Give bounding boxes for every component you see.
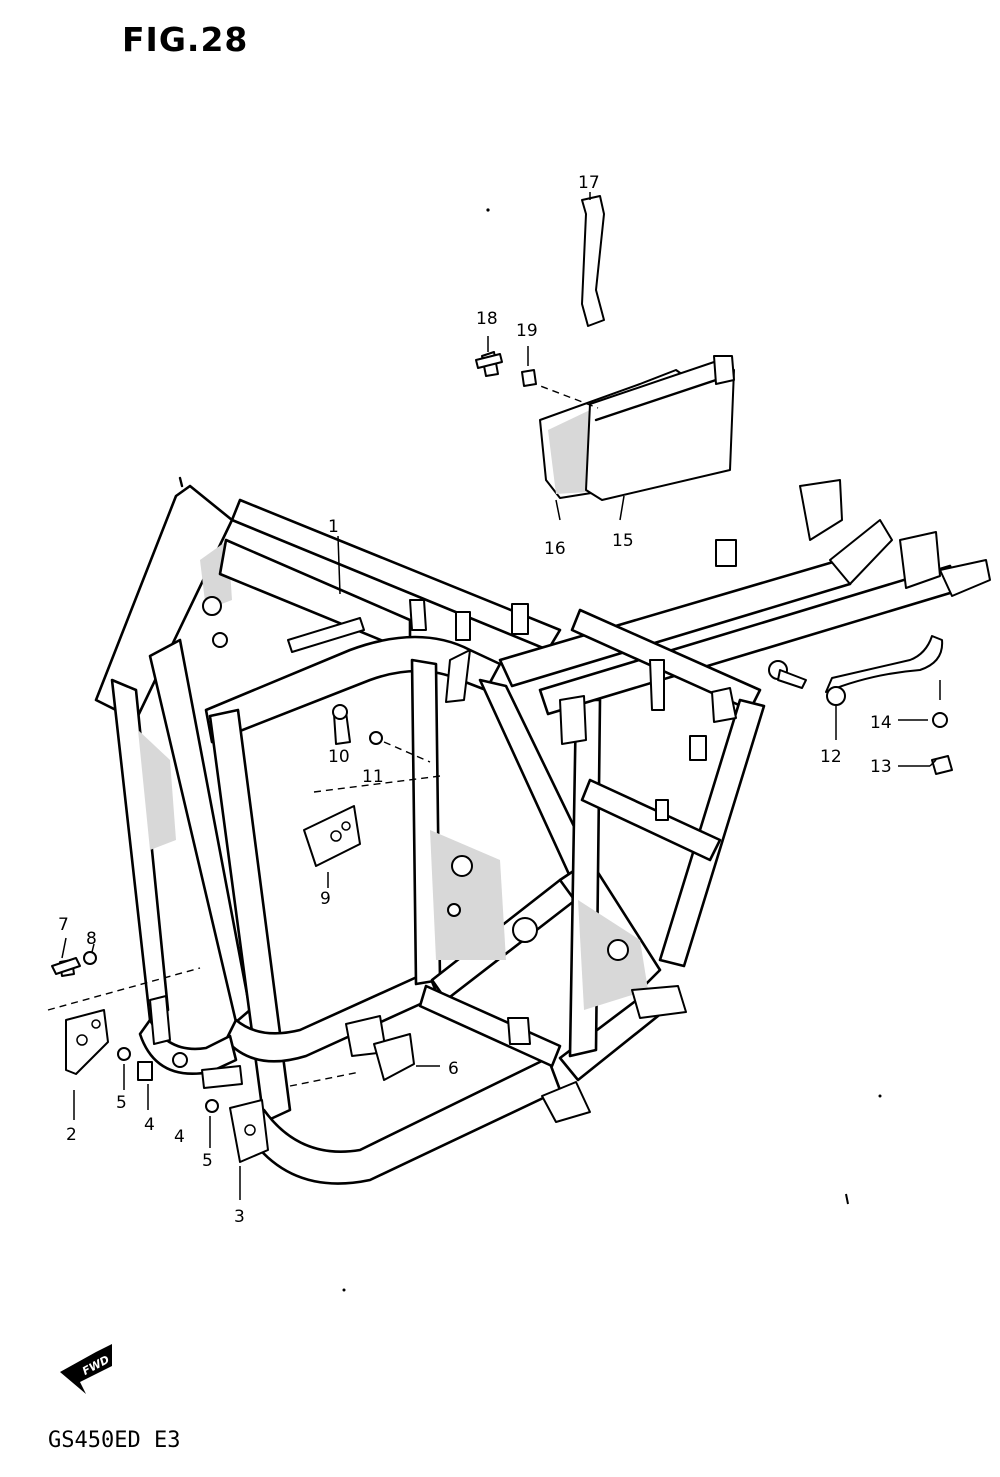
battery-strap-17 [581, 195, 605, 327]
main-frame [94, 476, 991, 1185]
callout-14: 14 [870, 713, 892, 733]
callout-12: 12 [820, 747, 842, 767]
bracket-3 [229, 1099, 269, 1163]
callout-15: 15 [612, 531, 634, 551]
callout-8: 8 [86, 929, 97, 949]
bolt-4a [137, 1061, 153, 1081]
bracket-6 [373, 1033, 415, 1081]
nut-8 [83, 951, 97, 965]
bracket-9 [303, 805, 361, 867]
callout-16: 16 [544, 539, 566, 559]
callout-5: 5 [116, 1093, 127, 1113]
nut-5a [117, 1047, 131, 1061]
bolt-13 [931, 755, 953, 775]
callout-4: 4 [144, 1115, 155, 1135]
nut-5b [205, 1099, 219, 1113]
callout-10: 10 [328, 747, 350, 767]
callout-labels: 1 2 3 4 4 5 5 6 7 8 9 10 11 12 13 14 15 … [58, 173, 892, 1227]
steering-head [94, 484, 234, 722]
footrest-bar-12 [825, 635, 944, 693]
figure-title: FIG.28 [122, 20, 249, 59]
callout-18: 18 [476, 309, 498, 329]
callout-2: 2 [66, 1125, 77, 1145]
forward-direction-arrow: FWD [60, 1344, 112, 1394]
parts-12-13-14 [825, 635, 953, 775]
callout-13: 13 [870, 757, 892, 777]
washer-11 [369, 731, 383, 745]
engine-mount-parts [47, 937, 440, 1200]
parts-9-10-11 [303, 704, 441, 888]
callout-11: 11 [362, 767, 384, 787]
callout-1: 1 [328, 517, 339, 537]
nut-19 [521, 369, 537, 387]
callout-7: 7 [58, 915, 69, 935]
model-code: GS450ED E3 [48, 1428, 181, 1453]
washer-14 [932, 712, 948, 728]
callout-19: 19 [516, 321, 538, 341]
callout-9: 9 [320, 889, 331, 909]
fasteners-18-19 [475, 336, 537, 387]
battery-holder-assembly [529, 192, 735, 521]
callout-6: 6 [448, 1059, 459, 1079]
callout-3: 3 [234, 1207, 245, 1227]
callout-4b: 4 [174, 1127, 185, 1147]
callout-5b: 5 [202, 1151, 213, 1171]
callout-17: 17 [578, 173, 600, 193]
